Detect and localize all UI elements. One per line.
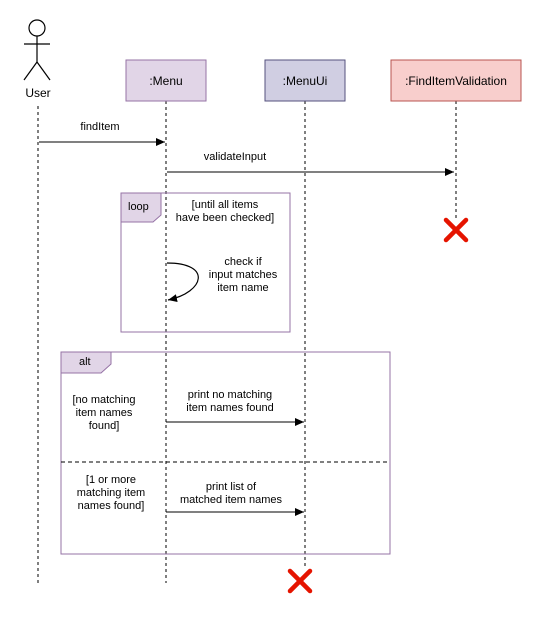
- loop-frame: [120, 192, 291, 333]
- alt-frame-tag: alt: [79, 356, 91, 368]
- validate-input-label: validateInput: [203, 151, 267, 163]
- validation-participant-box: [390, 59, 522, 102]
- find-item-label: findItem: [80, 121, 120, 133]
- loop-frame-tag: loop: [128, 201, 149, 213]
- print-list-label: print list of matched item names: [179, 481, 283, 506]
- validation-destroy-x-icon: [443, 217, 469, 243]
- validation-participant-label: :FindItemValidation: [405, 73, 507, 88]
- alt-guard-no-match: [no matching item names found]: [72, 394, 136, 432]
- menu-participant-box: [125, 59, 207, 102]
- self-check-label: check if input matches item name: [208, 256, 278, 294]
- menuui-participant-box: [264, 59, 346, 102]
- user-actor-label: User: [25, 86, 51, 100]
- menuui-destroy-x-icon: [287, 568, 313, 594]
- alt-guard-match: [1 or more matching item names found]: [76, 474, 146, 512]
- alt-frame-tag-shape: [60, 351, 112, 374]
- loop-guard: [until all items have been checked]: [175, 199, 275, 224]
- user-actor-icon: [23, 19, 51, 81]
- alt-frame: [60, 351, 391, 555]
- menuui-participant-label: :MenuUi: [282, 73, 328, 88]
- print-no-match-label: print no matching item names found: [186, 389, 274, 414]
- menu-participant-label: :Menu: [149, 73, 183, 88]
- loop-frame-tag-shape: [120, 192, 162, 223]
- self-check-arrow: [166, 262, 199, 303]
